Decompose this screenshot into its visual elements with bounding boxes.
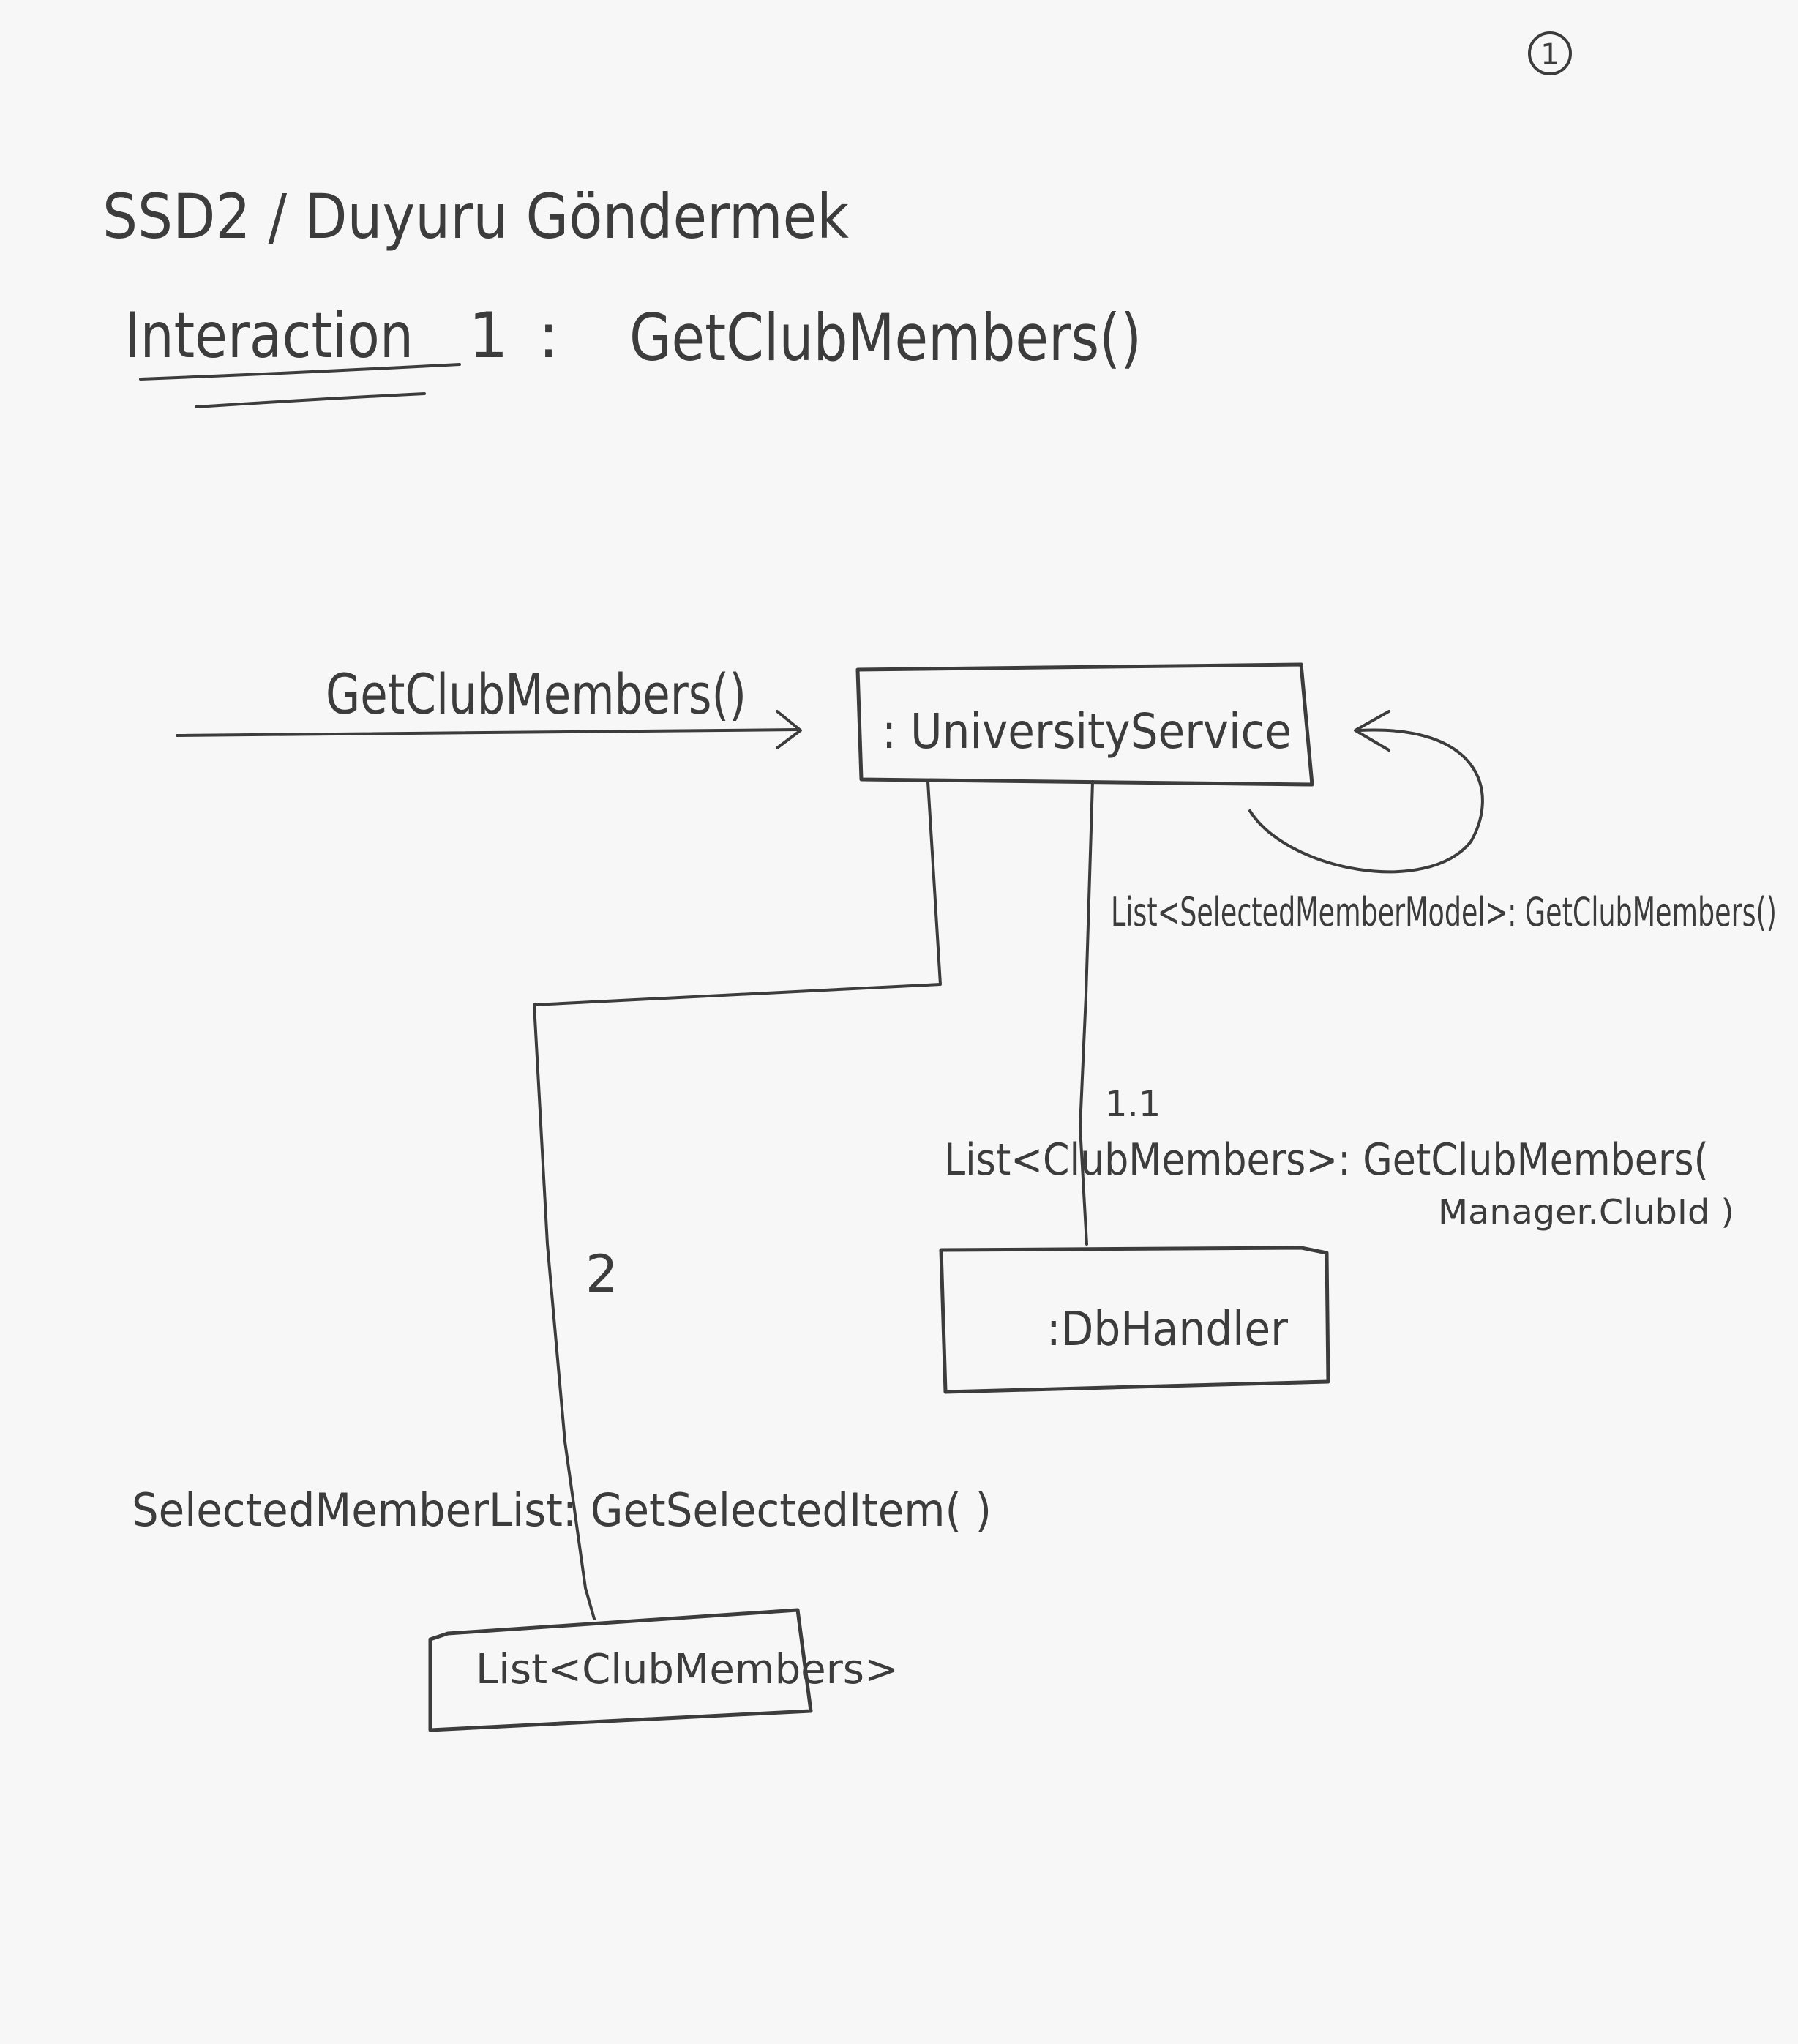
- interaction-number: 1: [468, 299, 509, 373]
- university-service-label: : UniversityService: [882, 703, 1292, 760]
- page-number: 1: [1540, 38, 1559, 72]
- list-call-label: SelectedMemberList: GetSelectedItem( ): [132, 1483, 992, 1537]
- interaction-underline: [139, 363, 461, 381]
- db-handler-object: :DbHandler: [939, 1246, 1330, 1394]
- interaction-message: GetClubMembers(): [629, 300, 1142, 375]
- self-call-label: List<SelectedMemberModel>: GetClubMember…: [1111, 889, 1777, 935]
- self-call-link: List<SelectedMemberModel>: GetClubMember…: [1111, 710, 1777, 935]
- db-call-argument: Manager.ClubId ): [1438, 1192, 1734, 1232]
- list-call-number: 2: [585, 1244, 618, 1304]
- incoming-message: GetClubMembers(): [176, 662, 802, 749]
- incoming-message-label: GetClubMembers(): [326, 662, 746, 727]
- university-service-object: : UniversityService: [855, 662, 1314, 787]
- interaction-label: Interaction: [124, 299, 413, 373]
- self-call-arrow-icon: [1354, 710, 1390, 752]
- member-list-object: List<ClubMembers>: [428, 1608, 899, 1732]
- member-list-link: 2 SelectedMemberList: GetSelectedItem( ): [132, 780, 992, 1620]
- interaction-underline-second: [195, 392, 426, 408]
- incoming-message-line: [176, 728, 799, 737]
- interaction-heading: Interaction 1 : GetClubMembers(): [124, 299, 1142, 408]
- diagram-title: SSD2 / Duyuru Göndermek: [102, 181, 849, 252]
- page-number-badge: 1: [1528, 31, 1572, 75]
- arrow-head-icon: [776, 710, 802, 749]
- db-call-label: List<ClubMembers>: GetClubMembers(: [944, 1134, 1709, 1186]
- member-list-label: List<ClubMembers>: [476, 1646, 899, 1693]
- interaction-separator: :: [538, 299, 559, 373]
- db-call-number: 1.1: [1105, 1084, 1161, 1125]
- db-handler-label: :DbHandler: [1046, 1303, 1289, 1357]
- db-handler-link: 1.1 List<ClubMembers>: GetClubMembers( M…: [944, 780, 1734, 1246]
